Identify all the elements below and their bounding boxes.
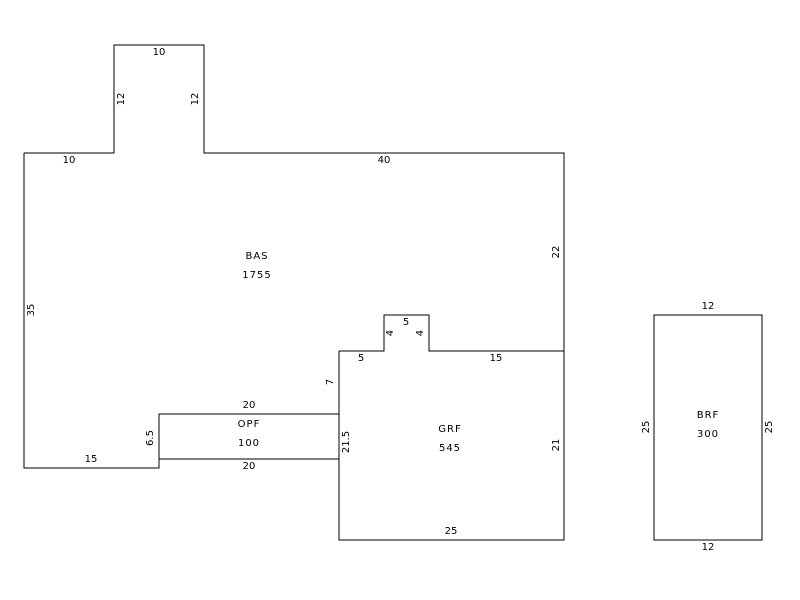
- dim-bas-top-right: 40: [378, 155, 391, 166]
- brf-area-value: 300: [697, 429, 719, 440]
- dim-grf-top-right: 15: [490, 353, 503, 364]
- dim-bas-bottom: 15: [85, 454, 98, 465]
- dim-brf-top: 12: [702, 301, 715, 312]
- dim-grf-bottom: 25: [445, 526, 458, 537]
- dim-grf-right: 21: [551, 439, 562, 452]
- dim-bas-left: 35: [26, 304, 37, 317]
- bas-left-bottom-outline: [23, 153, 340, 469]
- brf-code-label: BRF: [697, 410, 720, 421]
- grf-outline: [338, 314, 565, 541]
- opf-code-label: OPF: [238, 419, 261, 430]
- dim-opf-bottom: 20: [243, 461, 256, 472]
- dim-bas-top-left: 10: [63, 155, 76, 166]
- dim-grf-notch-right: 4: [415, 330, 426, 336]
- dim-grf-left: 21.5: [341, 431, 352, 453]
- dim-bas-right: 22: [551, 246, 562, 259]
- opf-area-value: 100: [238, 438, 260, 449]
- dim-grf-top-left: 5: [358, 353, 364, 364]
- bas-area-value: 1755: [242, 270, 271, 281]
- dim-brf-left: 25: [641, 421, 652, 434]
- dim-opf-top: 20: [243, 400, 256, 411]
- bas-code-label: BAS: [245, 251, 268, 262]
- dim-grf-notch-left: 4: [385, 330, 396, 336]
- brf-outline: [653, 314, 763, 541]
- dim-brf-bottom: 12: [702, 542, 715, 553]
- dim-bas-step: 7: [325, 379, 336, 385]
- opf-outline: [158, 414, 339, 460]
- dim-opf-left: 6.5: [145, 430, 156, 446]
- dim-grf-notch-top: 5: [403, 317, 409, 328]
- dim-bas-bump-right: 12: [190, 93, 201, 106]
- grf-area-value: 545: [439, 443, 461, 454]
- bas-outline: [24, 44, 565, 351]
- dim-brf-right: 25: [764, 421, 775, 434]
- grf-code-label: GRF: [438, 424, 461, 435]
- dim-bas-bump-left: 12: [116, 93, 127, 106]
- dim-bas-bump-top: 10: [153, 47, 166, 58]
